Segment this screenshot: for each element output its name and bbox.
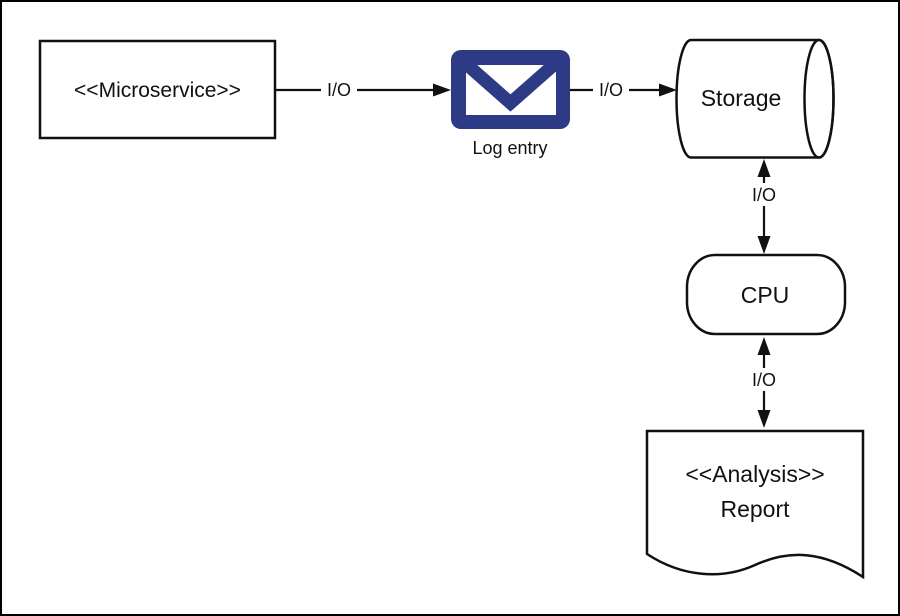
arrowhead-right-icon bbox=[433, 83, 451, 97]
edge-label-io-1: I/O bbox=[327, 80, 351, 100]
report-document bbox=[645, 429, 865, 580]
cpu-label: CPU bbox=[741, 282, 790, 308]
report-label-line1: <<Analysis>> bbox=[685, 461, 824, 487]
storage-cylinder-cap bbox=[803, 38, 835, 159]
edge-label-io-2: I/O bbox=[599, 80, 623, 100]
node-cpu: CPU bbox=[685, 253, 847, 336]
arrowhead-down-icon bbox=[757, 236, 771, 254]
arrowhead-up-icon bbox=[757, 337, 771, 355]
edge-cpu-to-report: I/O bbox=[746, 337, 782, 428]
node-log-entry: Log entry bbox=[451, 50, 570, 158]
edge-label-bg bbox=[593, 78, 629, 101]
node-report: <<Analysis>> Report bbox=[645, 429, 865, 580]
edge-label-bg bbox=[746, 368, 782, 391]
microservice-label: <<Microservice>> bbox=[74, 79, 241, 102]
report-label-line2: Report bbox=[720, 496, 790, 522]
arrowhead-up-icon bbox=[757, 159, 771, 177]
envelope-flap bbox=[459, 57, 562, 112]
edge-microservice-to-logentry: I/O bbox=[276, 78, 451, 101]
edge-logentry-to-storage: I/O bbox=[570, 78, 677, 101]
arrowhead-right-icon bbox=[659, 83, 677, 97]
envelope-icon bbox=[451, 50, 570, 129]
edge-label-bg bbox=[321, 78, 357, 101]
edge-label-io-3: I/O bbox=[752, 185, 776, 205]
node-microservice: <<Microservice>> bbox=[38, 39, 277, 140]
edge-label-bg bbox=[746, 183, 782, 206]
microservice-box bbox=[38, 39, 277, 140]
log-entry-label: Log entry bbox=[472, 138, 547, 158]
edge-storage-to-cpu: I/O bbox=[746, 159, 782, 254]
cpu-stadium bbox=[685, 253, 847, 336]
node-storage: Storage bbox=[675, 38, 835, 159]
arrowhead-down-icon bbox=[757, 410, 771, 428]
edge-label-io-4: I/O bbox=[752, 370, 776, 390]
storage-label: Storage bbox=[701, 85, 782, 111]
